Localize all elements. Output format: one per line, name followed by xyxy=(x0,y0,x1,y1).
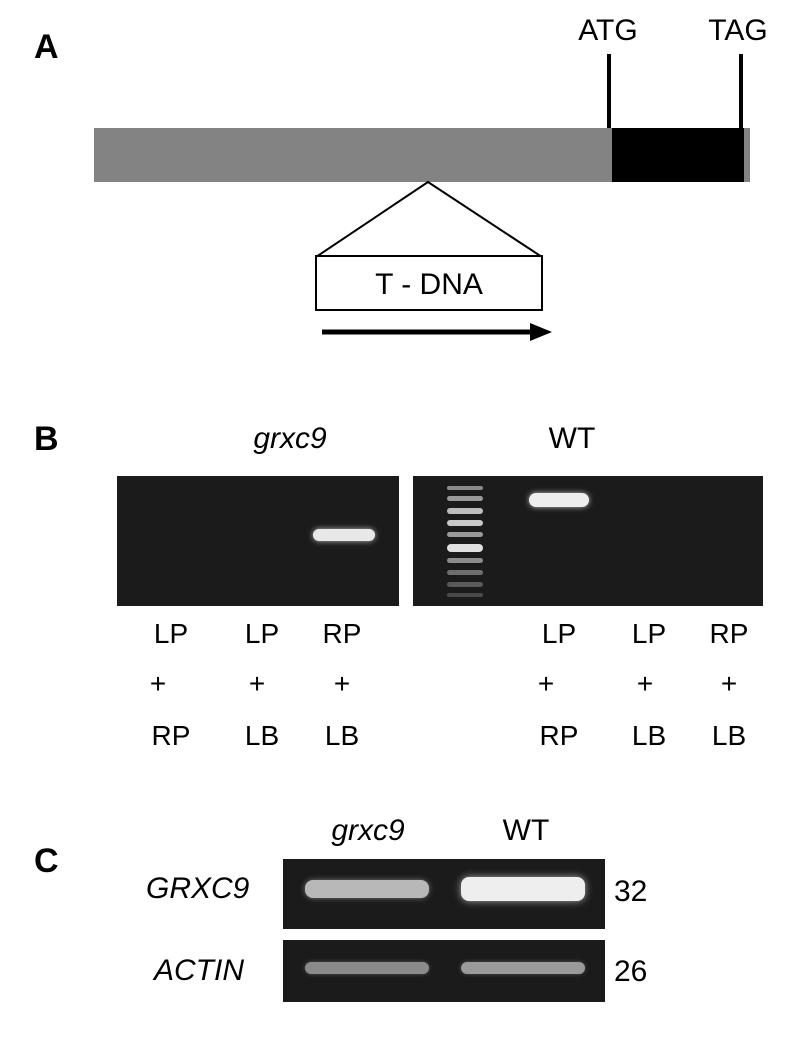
atg-label: ATG xyxy=(578,14,638,47)
gel-grxc9 xyxy=(117,476,399,606)
gel-band-lp-rp xyxy=(529,493,589,507)
cycle-count-grxc9: 32 xyxy=(614,875,648,908)
gene-label-grxc9: GRXC9 xyxy=(146,872,250,905)
promoter-region xyxy=(94,128,612,182)
rt-band-grxc9-wt xyxy=(461,877,585,901)
gel-band-rp-lb xyxy=(313,529,375,541)
t-dna-box xyxy=(315,255,543,311)
rt-col-wt: WT xyxy=(502,814,550,847)
dna-ladder xyxy=(447,476,483,606)
gel-right-title: WT xyxy=(548,422,596,455)
rt-col-grxc9: grxc9 xyxy=(331,814,405,847)
rt-band-actin-wt xyxy=(461,962,585,974)
rt-band-grxc9-mutant xyxy=(305,880,429,898)
gel-left-title: grxc9 xyxy=(253,422,327,455)
gel-wt xyxy=(413,476,763,606)
panel-c-label: C xyxy=(34,842,59,880)
arrowhead xyxy=(530,323,552,341)
rt-gel-grxc9 xyxy=(283,859,605,929)
panel-a-label: A xyxy=(34,28,59,66)
gene-label-actin: ACTIN xyxy=(154,954,244,987)
cycle-count-actin: 26 xyxy=(614,955,648,988)
tag-label: TAG xyxy=(708,14,768,47)
insertion-site-lines xyxy=(315,180,543,258)
rt-gel-actin xyxy=(283,940,605,1002)
gene-structure-diagram xyxy=(94,54,750,341)
t-dna-label: T - DNA xyxy=(375,268,483,301)
rt-band-actin-mutant xyxy=(305,962,429,974)
panel-b-label: B xyxy=(34,420,59,458)
utr-region xyxy=(744,128,750,182)
coding-region xyxy=(612,128,744,182)
